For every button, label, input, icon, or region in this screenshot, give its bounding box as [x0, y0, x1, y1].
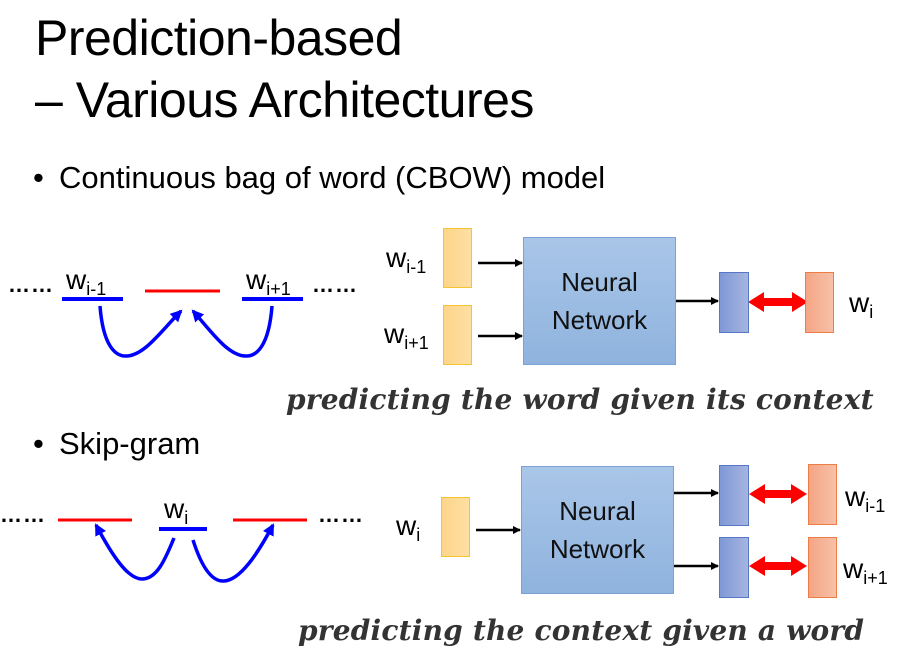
cbow-seq-word-right: wi+1: [246, 264, 291, 300]
cbow-caption: predicting the word given its context: [286, 383, 874, 416]
network-label-line1: Neural: [559, 496, 636, 526]
skipgram-input-label: wi: [396, 510, 421, 546]
bullet-icon: •: [33, 160, 44, 195]
skipgram-ellipsis-left: ……: [0, 502, 46, 527]
skipgram-seq-word-center: wi: [164, 493, 189, 529]
skipgram-bullet-text: Skip-gram: [59, 426, 201, 461]
skipgram-output-vector-2: [719, 537, 749, 598]
cbow-target-vector: [805, 272, 834, 333]
skipgram-target-vector-1: [808, 464, 837, 525]
cbow-output-vector: [719, 272, 749, 333]
cbow-bullet-text: Continuous bag of word (CBOW) model: [59, 160, 606, 195]
skipgram-caption: predicting the context given a word: [298, 614, 865, 647]
cbow-input-vector-1: [443, 228, 472, 288]
skipgram-ellipsis-right: ……: [318, 502, 364, 527]
skipgram-similarity-arrow-1: [749, 484, 807, 504]
cbow-input-label-1: wi-1: [386, 242, 427, 278]
skipgram-output-vector-1: [719, 465, 749, 526]
slide-title-line2: – Various Architectures: [35, 72, 534, 128]
cbow-similarity-arrow: [748, 292, 808, 312]
cbow-input-vector-2: [443, 305, 472, 365]
skipgram-bullet: • Skip-gram: [33, 426, 200, 462]
network-label-line1: Neural: [561, 267, 638, 297]
cbow-ellipsis-left: ……: [8, 272, 54, 297]
cbow-input-label-2: wi+1: [384, 318, 429, 354]
cbow-seq-word-left: wi-1: [66, 264, 107, 300]
skipgram-input-vector: [441, 497, 470, 557]
skipgram-right-arc: [191, 523, 275, 583]
cbow-left-arc: [98, 305, 183, 358]
slide-title-line1: Prediction-based: [35, 10, 403, 66]
cbow-bullet: • Continuous bag of word (CBOW) model: [33, 160, 605, 196]
cbow-target-label: wi: [849, 287, 874, 323]
network-label-line2: Network: [551, 305, 648, 335]
network-label-line2: Network: [549, 534, 646, 564]
skipgram-target-label-1: wi-1: [845, 481, 886, 517]
skipgram-similarity-arrow-2: [749, 556, 807, 576]
skipgram-target-label-2: wi+1: [843, 553, 888, 589]
cbow-ellipsis-right: ……: [312, 272, 358, 297]
skipgram-target-vector-2: [808, 537, 837, 598]
bullet-icon: •: [33, 426, 44, 461]
cbow-right-arc: [191, 305, 274, 358]
skipgram-left-arc: [94, 523, 176, 581]
